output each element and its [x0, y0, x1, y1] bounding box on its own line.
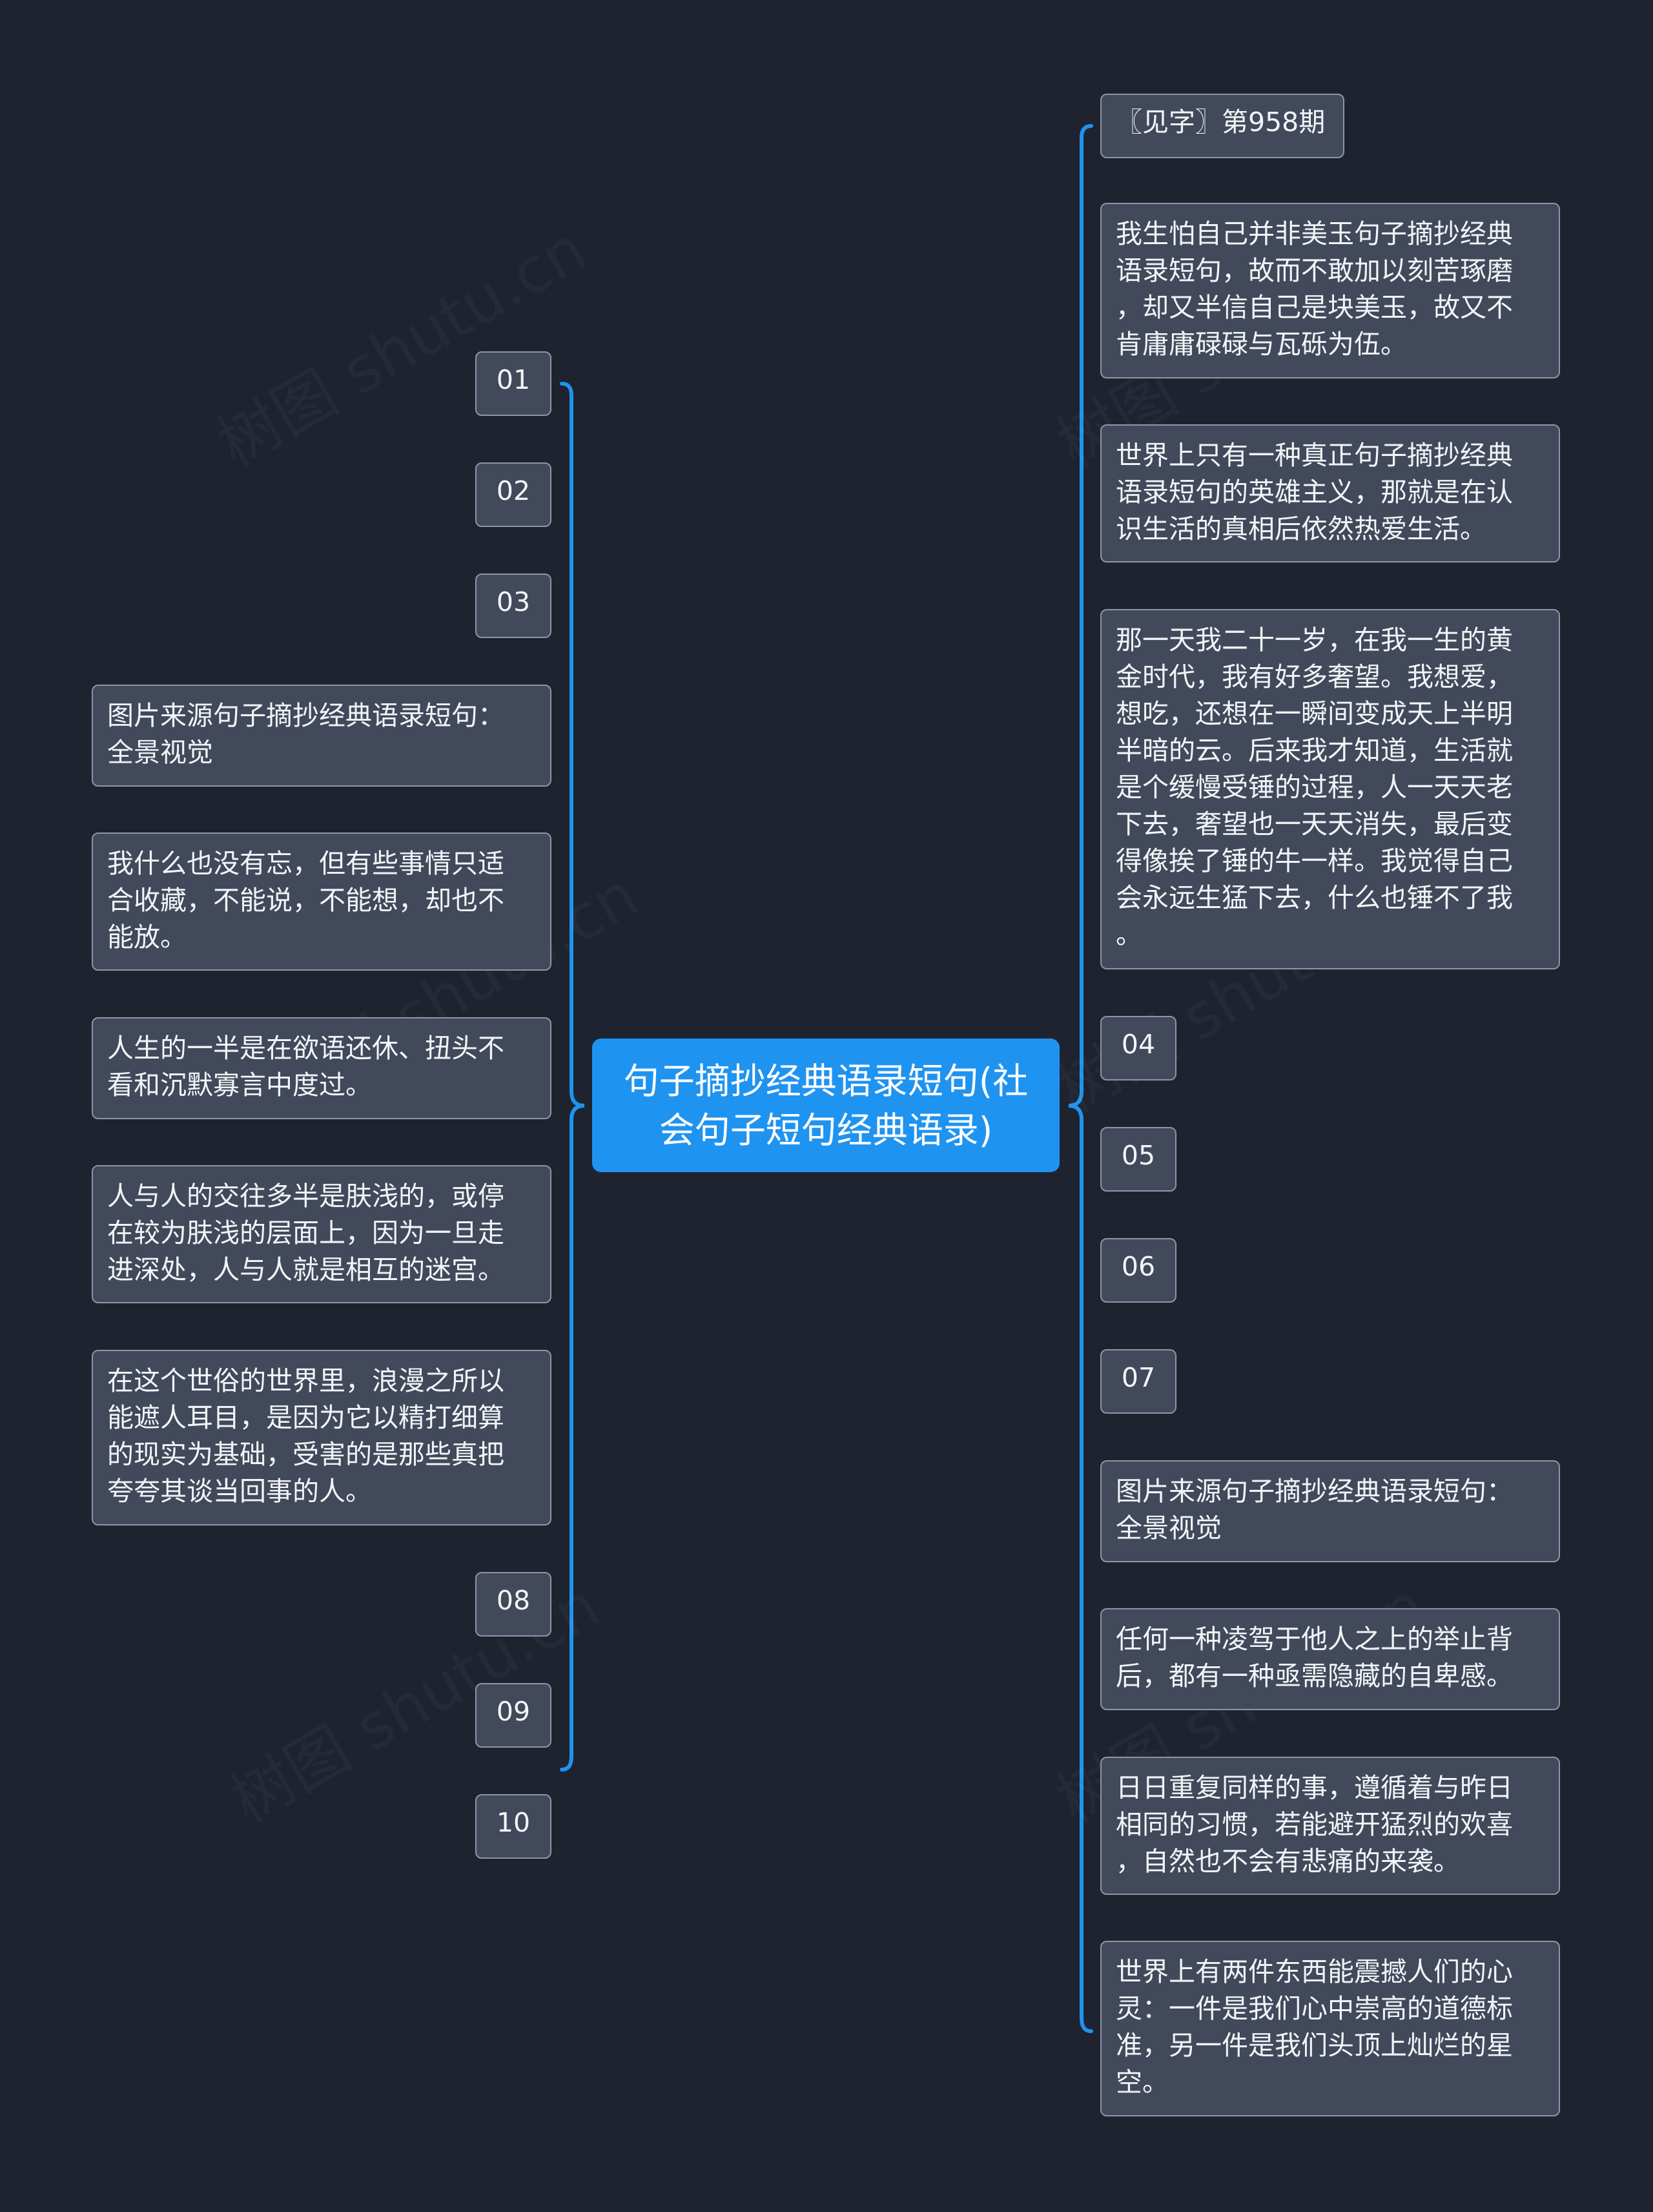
right-node-04[interactable]: 04 — [1100, 1016, 1176, 1080]
left-node-02[interactable]: 02 — [475, 462, 551, 527]
right-node-quote-3[interactable]: 那一天我二十一岁，在我一生的黄 金时代，我有好多奢望。我想爱， 想吃，还想在一瞬… — [1100, 609, 1560, 969]
left-node-03[interactable]: 03 — [475, 574, 551, 638]
right-node-quote-4[interactable]: 任何一种凌驾于他人之上的举止背 后，都有一种亟需隐藏的自卑感。 — [1100, 1608, 1560, 1710]
left-node-quote-3[interactable]: 人与人的交往多半是肤浅的，或停 在较为肤浅的层面上，因为一旦走 进深处，人与人就… — [92, 1165, 551, 1303]
right-node-05[interactable]: 05 — [1100, 1127, 1176, 1192]
right-node-quote-2[interactable]: 世界上只有一种真正句子摘抄经典 语录短句的英雄主义，那就是在认 识生活的真相后依… — [1100, 424, 1560, 563]
left-node-09[interactable]: 09 — [475, 1683, 551, 1748]
right-node-quote-5[interactable]: 日日重复同样的事，遵循着与昨日 相同的习惯，若能避开猛烈的欢喜 ，自然也不会有悲… — [1100, 1757, 1560, 1895]
center-topic[interactable]: 句子摘抄经典语录短句(社 会句子短句经典语录) — [592, 1039, 1060, 1172]
left-node-08[interactable]: 08 — [475, 1572, 551, 1637]
right-node-06[interactable]: 06 — [1100, 1238, 1176, 1303]
right-node-07[interactable]: 07 — [1100, 1349, 1176, 1414]
left-node-quote-1[interactable]: 我什么也没有忘，但有些事情只适 合收藏，不能说，不能想，却也不 能放。 — [92, 832, 551, 971]
left-node-image-source[interactable]: 图片来源句子摘抄经典语录短句： 全景视觉 — [92, 685, 551, 787]
left-brace — [560, 382, 585, 1772]
right-node-quote-1[interactable]: 我生怕自己并非美玉句子摘抄经典 语录短句，故而不敢加以刻苦琢磨 ，却又半信自己是… — [1100, 203, 1560, 378]
left-node-10[interactable]: 10 — [475, 1794, 551, 1859]
right-brace — [1068, 124, 1093, 2033]
left-node-quote-2[interactable]: 人生的一半是在欲语还休、扭头不 看和沉默寡言中度过。 — [92, 1017, 551, 1119]
right-node-issue[interactable]: 〖见字〗第958期 — [1100, 94, 1344, 158]
left-node-quote-4[interactable]: 在这个世俗的世界里，浪漫之所以 能遮人耳目，是因为它以精打细算 的现实为基础，受… — [92, 1350, 551, 1525]
left-node-01[interactable]: 01 — [475, 351, 551, 416]
right-node-image-source[interactable]: 图片来源句子摘抄经典语录短句： 全景视觉 — [1100, 1460, 1560, 1562]
right-node-quote-6[interactable]: 世界上有两件东西能震撼人们的心 灵：一件是我们心中崇高的道德标 准，另一件是我们… — [1100, 1941, 1560, 2116]
